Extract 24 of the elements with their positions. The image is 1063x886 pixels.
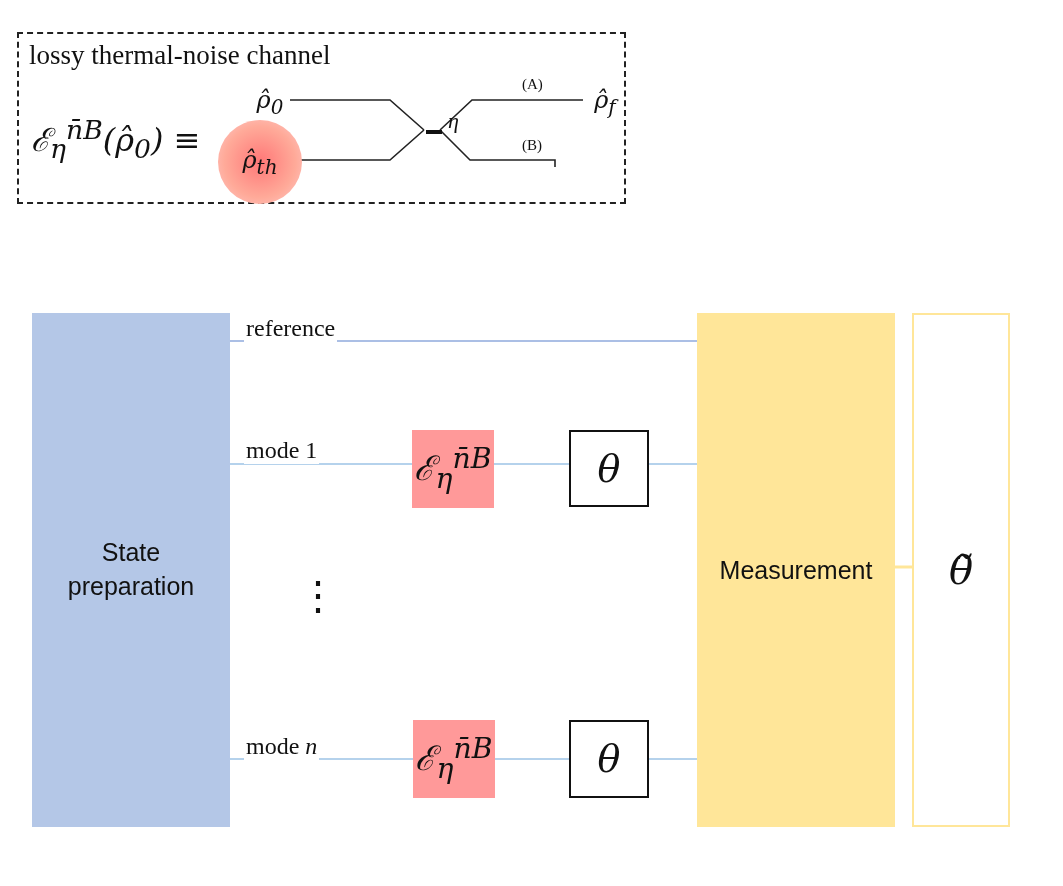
mode-line — [648, 758, 698, 760]
ellipsis-label: ⋮ — [298, 572, 338, 619]
optical-path-line — [289, 99, 425, 131]
state-label: ρ̂$_{0}$ — [248, 84, 292, 120]
channel-definition-box — [17, 32, 626, 204]
phase-box: θ — [569, 430, 649, 507]
mode-line — [229, 463, 413, 465]
optical-path-line — [439, 129, 556, 168]
mode-line — [895, 565, 912, 569]
mode-line — [493, 463, 570, 465]
phase-box: θ — [569, 720, 649, 798]
splitter-label: η — [448, 108, 459, 134]
optical-path-line — [439, 99, 584, 131]
panel-title: lossy thermal-noise channel — [29, 40, 331, 71]
measurement-box: Measurement — [697, 313, 895, 827]
edge-label: (A) — [520, 76, 545, 93]
channel-formula: ℰ$_{η}$$^{n̄B}$(ρ̂$_{0}$) ≡ — [31, 114, 201, 165]
state-label: ρ̂$_{f}$ — [585, 84, 625, 120]
estimate-box: θ̃ — [912, 313, 1010, 827]
mode-line — [648, 463, 698, 465]
thermal-state-circle: ρ̂$_{th}$ — [218, 120, 302, 204]
mode-line — [494, 758, 570, 760]
state-preparation-box: State preparation — [32, 313, 230, 827]
edge-label: (B) — [520, 137, 544, 154]
